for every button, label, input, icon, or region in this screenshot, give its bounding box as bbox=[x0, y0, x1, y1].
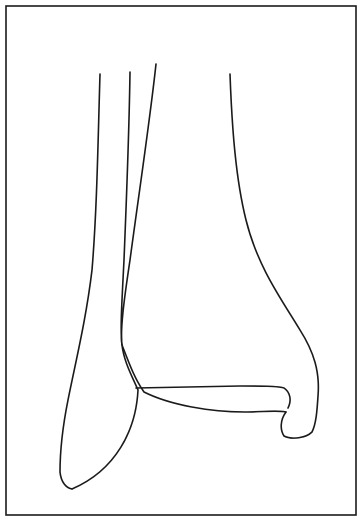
fibula-medial-edge bbox=[72, 72, 138, 489]
tibia-medial-border bbox=[230, 74, 318, 438]
fibula-lateral-edge bbox=[60, 74, 100, 489]
drawing-frame bbox=[6, 6, 356, 515]
ankle-joint-lower-line bbox=[122, 345, 286, 412]
ankle-joint-upper-line bbox=[136, 386, 290, 408]
